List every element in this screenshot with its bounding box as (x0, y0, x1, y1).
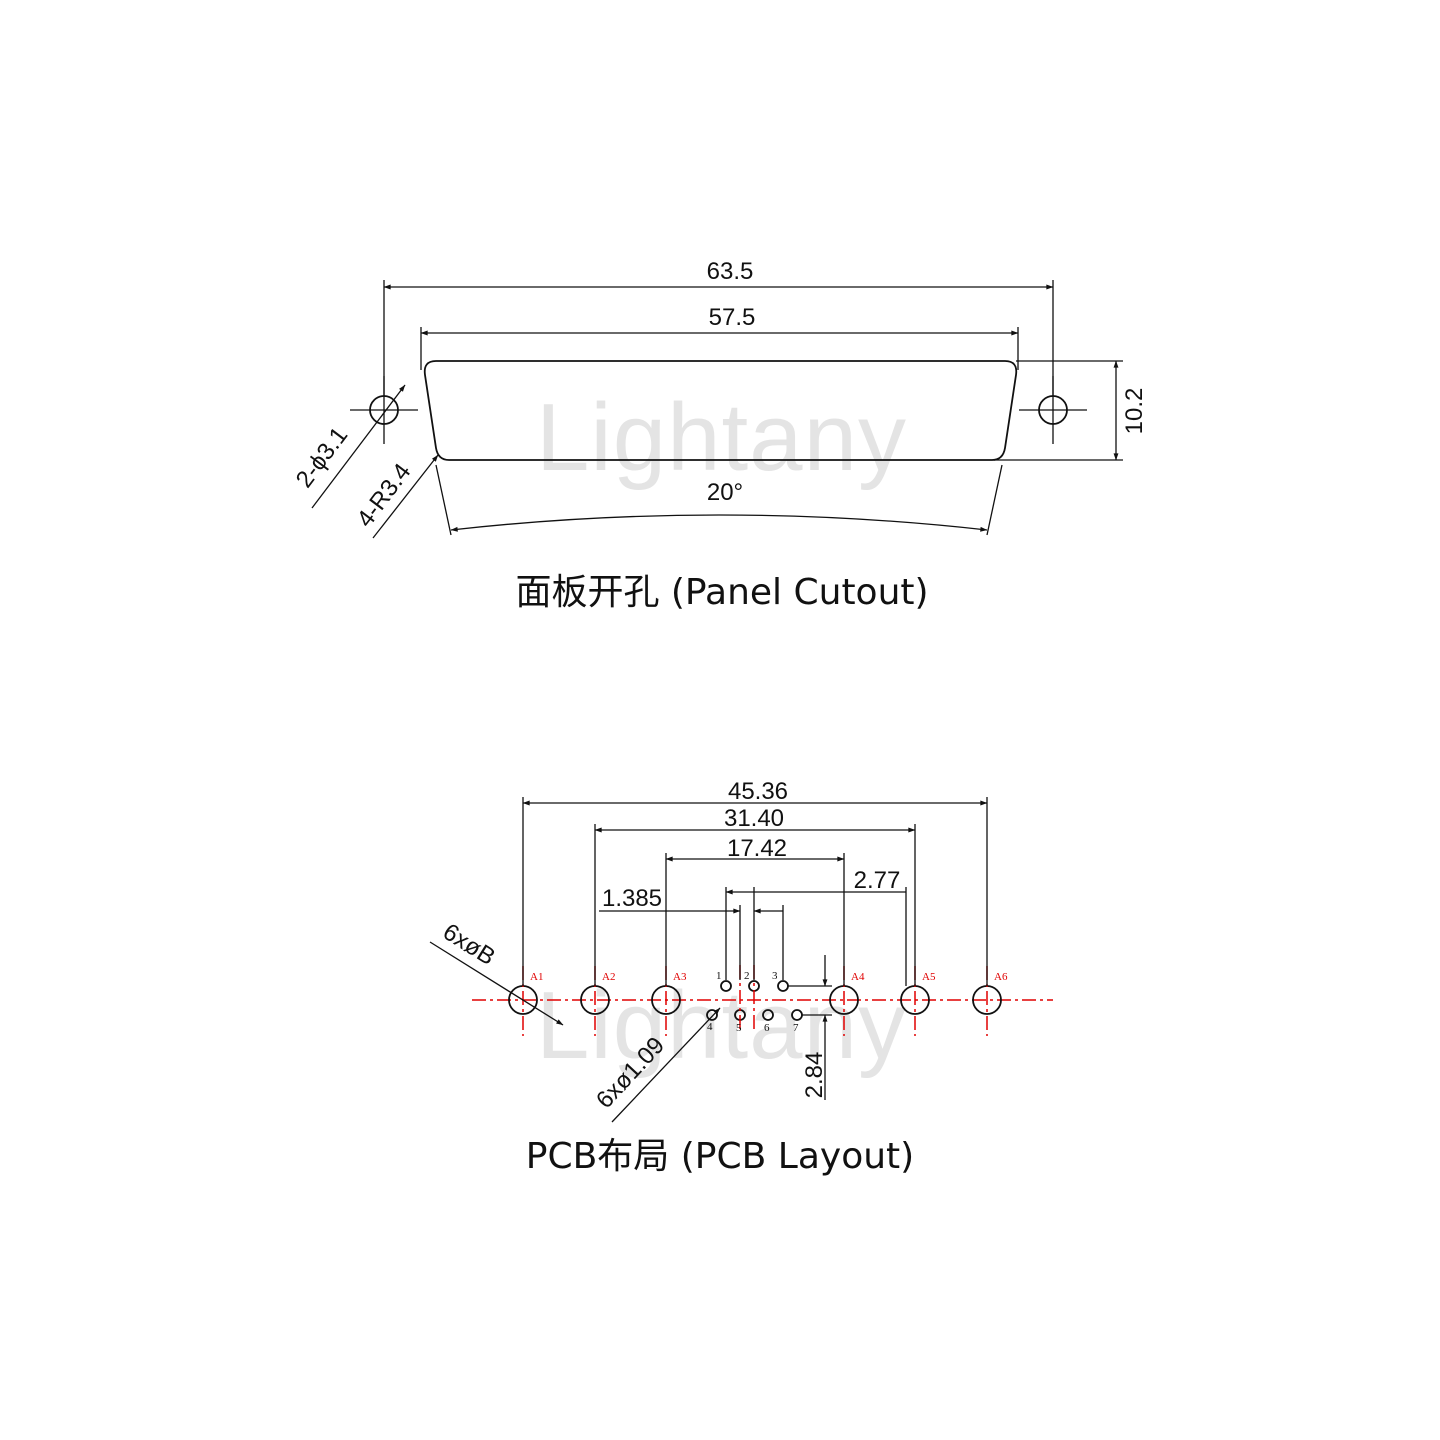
signal-pins: 1 2 3 4 5 6 7 (706, 965, 803, 1034)
dim-overall-width: 63.5 (707, 258, 754, 285)
svg-text:4: 4 (707, 1021, 713, 1033)
dim-mid-spacing: 31.40 (724, 805, 784, 832)
dim-pitch-2x: 2.77 (854, 867, 901, 894)
dim-shell-height: 10.2 (1121, 388, 1148, 435)
dim-draft-angle: 20° (707, 479, 743, 506)
dim-coax-hole: 6xøB (438, 918, 500, 971)
svg-text:A3: A3 (673, 971, 687, 983)
dim-row-spacing: 2.84 (801, 1052, 828, 1099)
pcb-layout-caption: PCB布局 (PCB Layout) (526, 1136, 914, 1177)
svg-text:A1: A1 (530, 971, 543, 983)
svg-text:6: 6 (764, 1022, 770, 1034)
svg-text:2: 2 (744, 970, 750, 982)
coax-hole-A6: A6 (972, 966, 1008, 1036)
svg-text:5: 5 (736, 1022, 742, 1034)
svg-text:A6: A6 (994, 971, 1008, 983)
svg-text:A4: A4 (851, 971, 865, 983)
dim-pitch: 1.385 (602, 885, 662, 912)
dim-outer-spacing: 45.36 (728, 778, 788, 805)
pcb-layout-view: A1 A2 A3 A4 A5 A6 (429, 778, 1053, 1177)
dim-inner-spacing: 17.42 (727, 835, 787, 862)
watermark-top: Lightany (536, 384, 907, 491)
svg-text:A5: A5 (922, 971, 936, 983)
svg-text:A2: A2 (602, 971, 615, 983)
svg-text:1: 1 (716, 970, 722, 982)
svg-text:3: 3 (772, 970, 778, 982)
panel-cutout-caption: 面板开孔 (Panel Cutout) (515, 572, 928, 613)
dim-hole-diameter: 2-ϕ3.1 (291, 422, 354, 493)
dim-shell-width: 57.5 (709, 304, 756, 331)
svg-text:7: 7 (793, 1022, 799, 1034)
shell-outline (423, 360, 1018, 461)
